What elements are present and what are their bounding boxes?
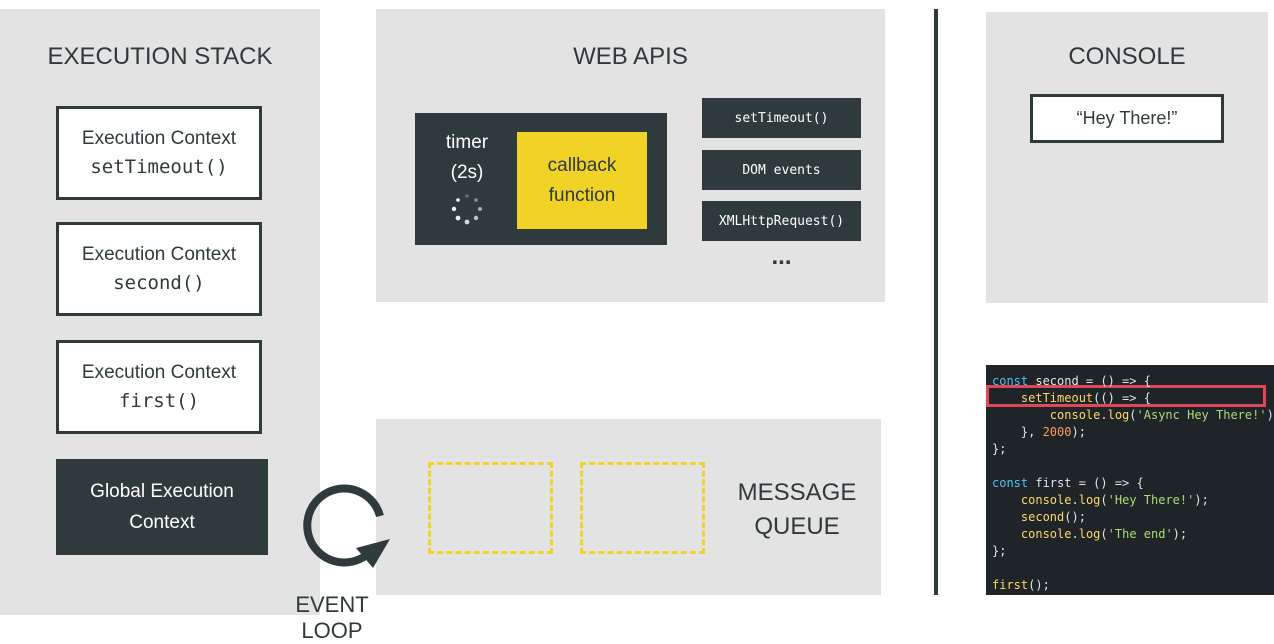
timer-box: timer (2s) callback function [415,113,667,245]
code-line: first(); [992,578,1050,592]
context-label: Execution Context [81,244,237,265]
api-more-ellipsis: ... [771,243,792,270]
code-line: }; [992,544,1007,558]
code-line: const first = () => { [992,476,1144,490]
execution-context-settimeout: Execution Context setTimeout() [56,106,262,200]
callback-line2: function [548,184,616,206]
divider [934,9,938,595]
context-function: setTimeout() [90,156,228,178]
execution-context-second: Execution Context second() [56,222,262,316]
context-label: Execution Context [81,128,237,149]
api-item-dom-events: DOM events [702,150,861,190]
global-context-line1: Global Execution [90,481,234,502]
context-label: Execution Context [81,362,237,383]
context-function: second() [113,272,205,294]
code-line: const second = () => { [992,374,1151,388]
code-line: }; [992,442,1007,456]
highlight-box [986,385,1266,407]
code-line: }, 2000); [992,425,1086,439]
callback-line1: callback [547,154,617,176]
web-apis-title: WEB APIS [573,43,688,70]
code-line: console.log('Hey There!'); [1020,493,1209,507]
message-queue-line2: QUEUE [754,513,840,540]
timer-label: timer [445,132,489,153]
timer-duration: (2s) [450,162,484,183]
queue-slot-1 [428,462,553,554]
callback-function-box: callback function [517,132,647,229]
code-line: setTimeout(() => { [1020,391,1151,405]
code-line: console.log('The end'); [1020,527,1188,541]
code-line: console.log('Async Hey There!'); [1049,408,1274,422]
message-queue-panel [376,419,881,595]
message-queue-line1: MESSAGE [737,479,857,506]
global-execution-context: Global Execution Context [56,459,268,555]
api-item-xmlhttprequest: XMLHttpRequest() [702,201,861,241]
execution-context-first: Execution Context first() [56,340,262,434]
console-panel: CONSOLE [986,12,1268,303]
queue-slot-2 [580,462,705,554]
code-snippet: const second = () => { setTimeout(() => … [986,365,1274,595]
event-loop-icon [303,484,390,568]
message-queue-label: MESSAGE QUEUE [728,476,866,544]
console-output: “Hey There!” [1030,94,1224,143]
spinner-icon [451,194,482,225]
event-loop-label: EVENT LOOP [295,592,369,643]
console-title: CONSOLE [1068,43,1186,70]
context-function: first() [118,390,200,412]
global-context-line2: Context [129,512,195,533]
code-line: second(); [1020,510,1086,524]
execution-stack-title: EXECUTION STACK [47,43,273,70]
api-item-settimeout: setTimeout() [702,98,861,138]
